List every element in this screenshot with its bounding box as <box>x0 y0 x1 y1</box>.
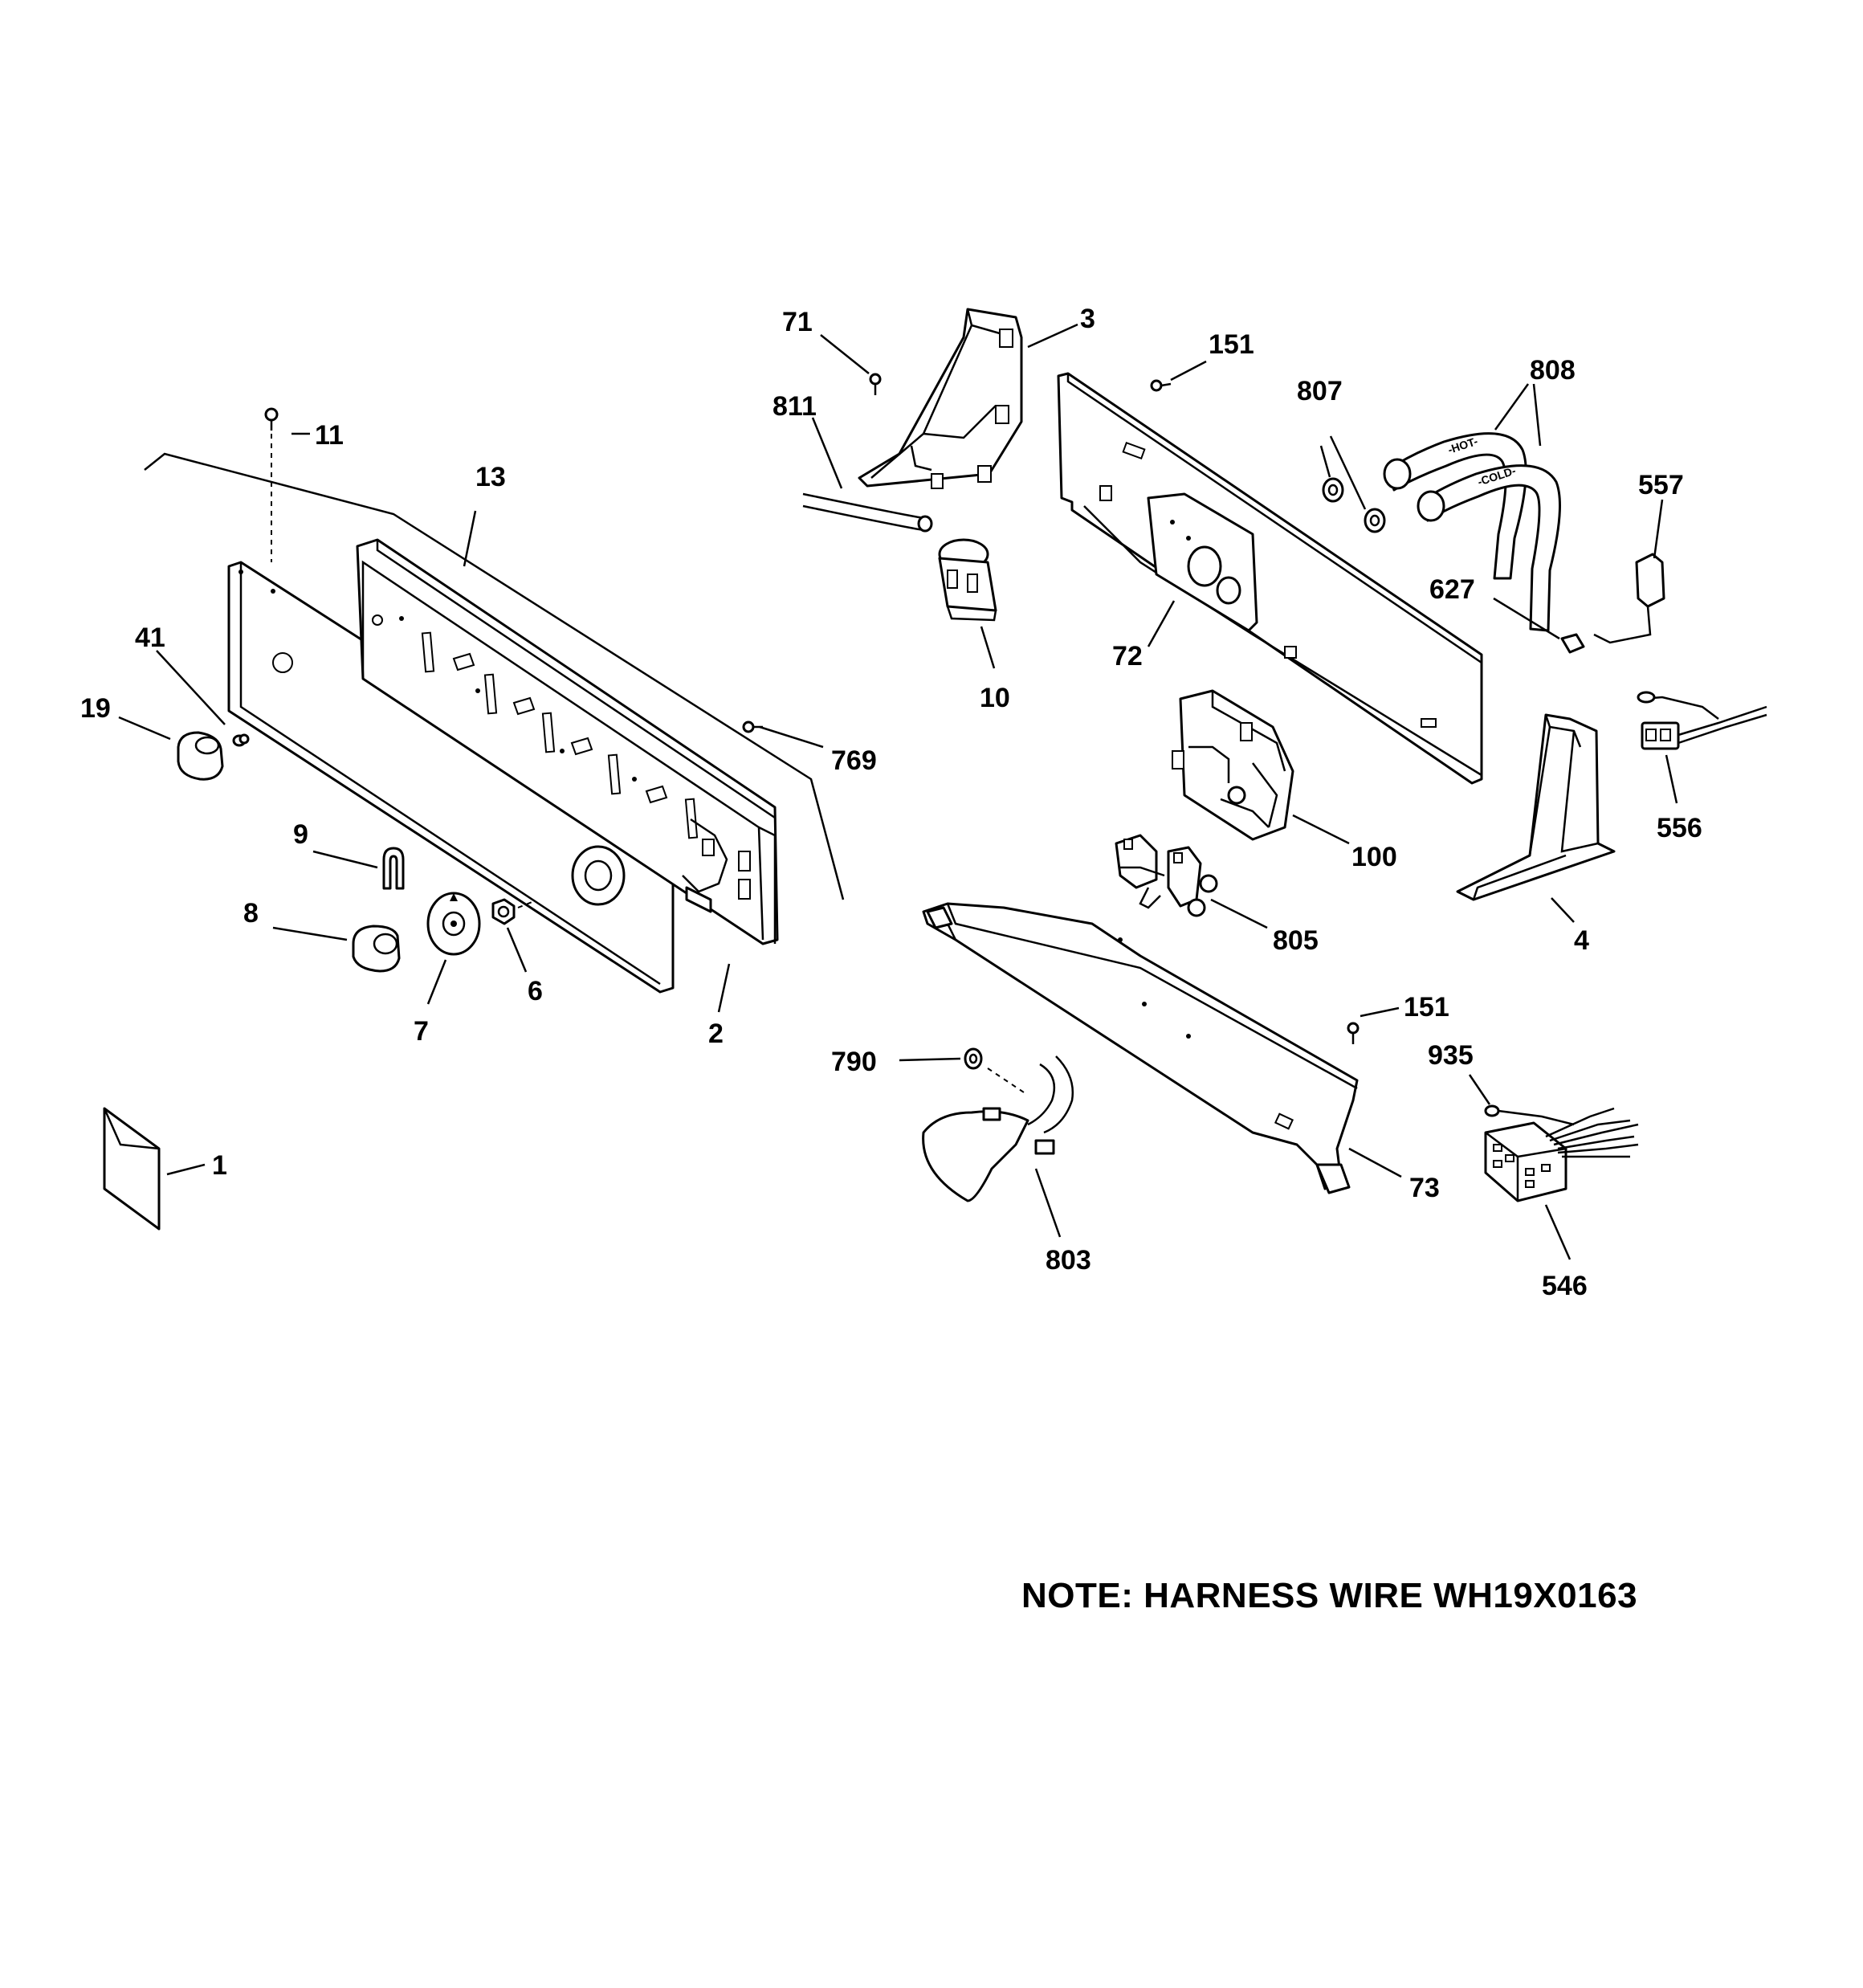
water-valve-part-805 <box>1115 834 1218 917</box>
label-part-2: 2 <box>708 1018 724 1049</box>
label-part-100: 100 <box>1351 842 1397 872</box>
label-part-808: 808 <box>1530 355 1576 386</box>
label-part-151-upper: 151 <box>1209 329 1254 360</box>
label-part-11: 11 <box>315 420 344 451</box>
leader-lines <box>118 323 1678 1260</box>
label-part-546: 546 <box>1542 1271 1588 1301</box>
end-cap-part-3 <box>858 308 1023 489</box>
harness-wire-note: NOTE: HARNESS WIRE WH19X0163 <box>1021 1576 1638 1615</box>
timer-part-100 <box>1172 689 1294 841</box>
label-part-6: 6 <box>528 976 543 1006</box>
pressure-switch-part-10 <box>938 538 997 622</box>
control-panel-frame-part-13 <box>356 538 779 945</box>
clip-part-9 <box>382 847 405 890</box>
inlet-hoses-part-808: -HOT- -COLD- <box>1383 432 1561 632</box>
screw-part-769 <box>742 720 763 733</box>
end-cap-part-4 <box>1456 713 1616 901</box>
label-part-556: 556 <box>1657 813 1702 843</box>
label-part-3: 3 <box>1080 304 1095 334</box>
label-part-71: 71 <box>782 307 813 337</box>
support-channel-part-73 <box>922 902 1359 1194</box>
label-part-769: 769 <box>831 745 877 776</box>
label-part-557: 557 <box>1638 470 1684 500</box>
clamp-part-790 <box>964 1047 1025 1093</box>
knob-part-8 <box>352 925 401 973</box>
part-number-labels: 11 13 41 19 9 8 7 6 2 769 1 71 811 3 10 … <box>80 304 1702 1301</box>
label-part-803: 803 <box>1046 1245 1091 1276</box>
nut-part-6 <box>491 898 535 925</box>
label-part-41: 41 <box>135 623 165 653</box>
label-part-935: 935 <box>1428 1040 1474 1071</box>
dispenser-hose-part-803 <box>922 1055 1074 1202</box>
label-part-811: 811 <box>773 391 817 422</box>
wire-harness-part-546 <box>1484 1107 1639 1202</box>
hose-part-811 <box>802 492 933 533</box>
label-part-807: 807 <box>1297 376 1343 406</box>
screw-part-11 <box>264 407 279 562</box>
literature-envelope-part-1 <box>103 1107 161 1231</box>
knob-part-19 <box>177 731 224 781</box>
label-part-19: 19 <box>80 693 111 724</box>
screw-part-71 <box>869 373 882 395</box>
dial-part-7 <box>426 892 481 956</box>
plug-part-627 <box>1560 633 1585 654</box>
spring-part-41 <box>232 733 250 747</box>
label-part-805: 805 <box>1273 925 1319 956</box>
backsplash-panel-part-2 <box>227 561 675 994</box>
rear-panel-part-72 <box>1057 372 1483 785</box>
screw-part-151-lower <box>1347 1022 1360 1044</box>
label-part-1: 1 <box>212 1150 227 1181</box>
label-part-10: 10 <box>980 683 1010 713</box>
label-part-151-lower: 151 <box>1404 992 1449 1023</box>
label-part-7: 7 <box>414 1016 429 1047</box>
label-part-627: 627 <box>1429 574 1475 605</box>
screw-part-151-upper <box>1150 379 1172 392</box>
wire-connector-part-556 <box>1637 691 1767 750</box>
wire-part-935 <box>1484 1104 1575 1126</box>
label-part-9: 9 <box>293 819 308 850</box>
label-part-4: 4 <box>1574 925 1589 956</box>
label-part-8: 8 <box>243 898 259 929</box>
connector-part-557 <box>1593 553 1665 644</box>
label-part-13: 13 <box>475 462 506 492</box>
washers-part-807 <box>1322 477 1386 533</box>
label-part-790: 790 <box>831 1047 877 1077</box>
panel-assembly-outline <box>144 452 845 900</box>
label-part-72: 72 <box>1112 641 1143 672</box>
label-part-73: 73 <box>1409 1173 1440 1203</box>
